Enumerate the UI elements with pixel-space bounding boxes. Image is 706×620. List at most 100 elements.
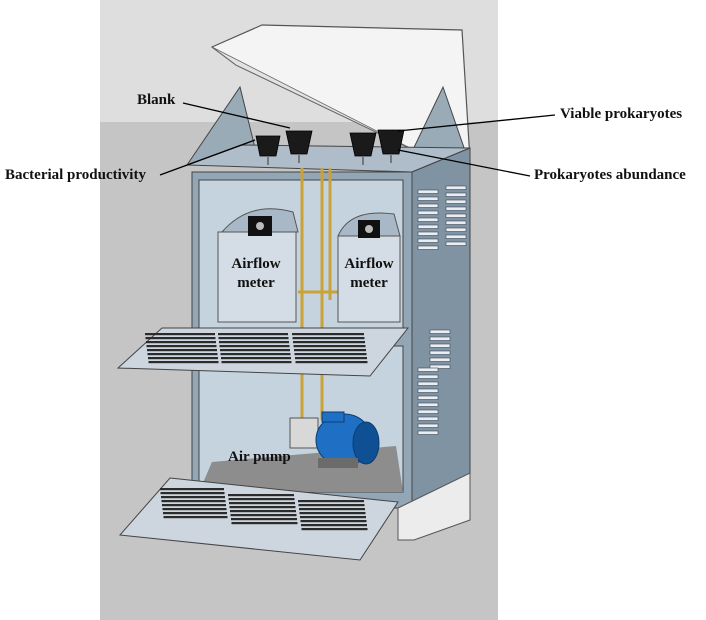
vent-slat (429, 357, 451, 362)
grille-slat (162, 508, 227, 511)
vent-slat (445, 220, 467, 225)
grille-slat (230, 514, 297, 517)
grille-slat (147, 353, 218, 356)
grille-slat (161, 500, 226, 503)
grille-slat (146, 345, 217, 348)
vent-slat (417, 374, 439, 379)
grille-slat (219, 345, 290, 348)
vent-slat (429, 350, 451, 355)
grille-slat (294, 353, 367, 356)
label-bacterial-productivity: Bacterial productivity (5, 167, 146, 183)
vent-slat (417, 245, 439, 250)
vent-slat (429, 364, 451, 369)
grille-slat (163, 516, 228, 519)
lower-door-grilles (160, 488, 368, 531)
grille-slat (218, 337, 289, 340)
vent-slat (445, 185, 467, 190)
vent-slat (417, 217, 439, 222)
grille-slat (220, 349, 290, 352)
grille-slat (301, 528, 368, 531)
vent-slat (417, 395, 439, 400)
label-blank: Blank (137, 92, 176, 108)
filter-holders (255, 129, 405, 157)
grille-slat (300, 520, 367, 523)
vent-slat (417, 210, 439, 215)
vent-slat (445, 199, 467, 204)
grille-slat (229, 506, 296, 509)
vent-slat (417, 224, 439, 229)
grille-slat (231, 518, 297, 521)
grille-slat (160, 492, 225, 495)
grille-slat (293, 341, 365, 344)
grille-slat (145, 333, 215, 336)
grille-slat (220, 353, 291, 356)
grille-slat (230, 510, 296, 513)
vent-slat (417, 367, 439, 372)
grille-slat (146, 341, 216, 344)
side-vents (417, 185, 467, 435)
grille-slat (229, 502, 295, 505)
grille-slat (147, 349, 217, 352)
grille-slat (295, 357, 367, 360)
grille-slat (301, 524, 367, 527)
vent-slat (445, 213, 467, 218)
vent-slat (417, 423, 439, 428)
grille-slat (228, 498, 295, 501)
grille-slat (160, 488, 224, 491)
grille-slat (300, 516, 366, 519)
vent-slat (445, 192, 467, 197)
label-air-pump: Air pump (228, 449, 291, 465)
grille-slat (221, 361, 292, 364)
vent-slat (417, 189, 439, 194)
grille-slat (148, 361, 219, 364)
grille-slat (219, 341, 289, 344)
vent-slat (445, 227, 467, 232)
grille-slat (231, 522, 298, 525)
air-pump (289, 411, 380, 468)
grille-slat (218, 333, 288, 336)
grille-slat (299, 508, 365, 511)
grille-slat (228, 494, 294, 497)
grille-slat (292, 333, 364, 336)
grille-slat (148, 357, 218, 360)
grille-slat (221, 357, 291, 360)
label-airflow-meter-left: Airflow meter (231, 256, 281, 291)
airflow-meter-right (337, 212, 401, 323)
vent-slat (445, 241, 467, 246)
vent-slat (417, 231, 439, 236)
cabinet-base (397, 472, 471, 541)
callout-lines (159, 102, 556, 177)
vent-slat (429, 329, 451, 334)
grille-slat (294, 349, 366, 352)
grille-slat (163, 512, 227, 515)
airflow-meter-left (217, 208, 299, 323)
vent-slat (445, 206, 467, 211)
vent-slat (417, 203, 439, 208)
vent-slat (417, 196, 439, 201)
upper-door-grilles (145, 333, 368, 364)
grille-slat (145, 337, 216, 340)
vent-slat (445, 234, 467, 239)
tubing (298, 168, 338, 420)
grille-slat (298, 504, 365, 507)
label-prokaryotes-abundance: Prokaryotes abundance (534, 167, 686, 183)
grille-slat (161, 496, 225, 499)
grille-slat (298, 500, 364, 503)
vent-slat (417, 409, 439, 414)
vent-slat (429, 336, 451, 341)
grille-slat (292, 337, 365, 340)
vent-slat (417, 402, 439, 407)
vent-slat (417, 430, 439, 435)
vent-slat (417, 388, 439, 393)
upper-door (116, 327, 410, 377)
label-airflow-meter-right: Airflow meter (344, 256, 394, 291)
vent-slat (417, 416, 439, 421)
grille-slat (299, 512, 366, 515)
filter-stems (267, 154, 392, 165)
vent-slat (417, 238, 439, 243)
grille-slat (293, 345, 366, 348)
vent-slat (417, 381, 439, 386)
label-viable-prokaryotes: Viable prokaryotes (560, 106, 683, 122)
